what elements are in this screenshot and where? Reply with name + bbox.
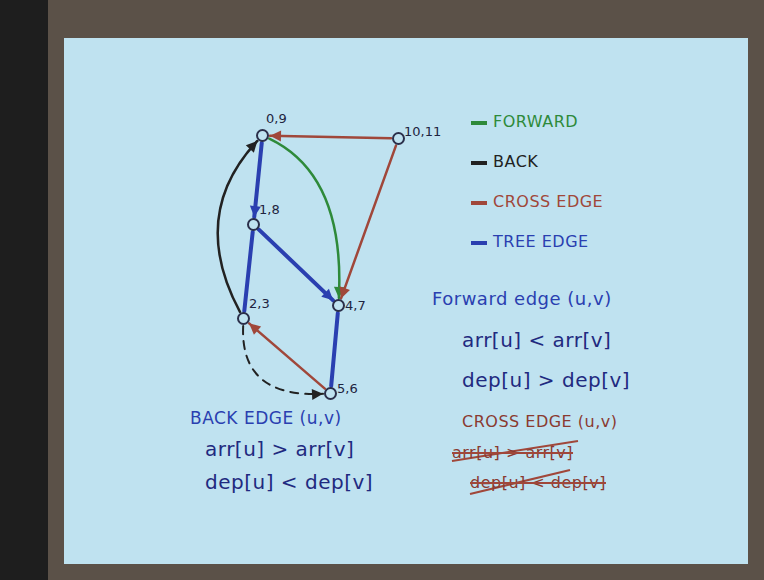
- legend-text: TREE EDGE: [493, 232, 589, 251]
- legend-swatch: [471, 161, 487, 165]
- graph-edge: [269, 139, 339, 298]
- graph-edge: [259, 230, 333, 301]
- arrow-head: [340, 286, 350, 298]
- graph-vertex: 10,11: [392, 132, 405, 145]
- vertex-times: 10,11: [404, 124, 441, 139]
- graph-vertex: 5,6: [324, 387, 337, 400]
- note-text: dep[u] > dep[v]: [462, 368, 630, 392]
- vertex-times: 1,8: [259, 202, 280, 217]
- legend-swatch: [471, 241, 487, 245]
- graph-vertex: 1,8: [247, 218, 260, 231]
- legend-text: CROSS EDGE: [493, 192, 603, 211]
- vertex-times: 5,6: [337, 381, 358, 396]
- note-text: arr[u] > arr[v]: [205, 437, 354, 461]
- note-text: dep[u] < dep[v]: [205, 470, 373, 494]
- strike-scribble: [452, 441, 578, 461]
- legend-swatch: [471, 121, 487, 125]
- arrow-head: [249, 323, 261, 334]
- note-text: CROSS EDGE (u,v): [462, 412, 617, 431]
- note-text: arr[u] > arr[v]: [452, 443, 573, 462]
- graph-vertex: 4,7: [332, 299, 345, 312]
- graph-vertex: 2,3: [237, 312, 250, 325]
- graph-edge: [243, 326, 323, 394]
- whiteboard: [64, 38, 748, 564]
- arrow-head: [312, 389, 323, 400]
- vertex-times: 0,9: [266, 111, 287, 126]
- vertex-times: 2,3: [249, 296, 270, 311]
- graph-edge: [341, 146, 396, 299]
- graph-edge: [331, 313, 338, 386]
- note-text: BACK EDGE (u,v): [190, 408, 342, 428]
- vertex-times: 4,7: [345, 298, 366, 313]
- graph-edge: [249, 323, 325, 388]
- note-text: arr[u] < arr[v]: [462, 328, 611, 352]
- legend-text: FORWARD: [493, 112, 578, 131]
- legend-swatch: [471, 201, 487, 205]
- legend-text: BACK: [493, 152, 538, 171]
- note-text: Forward edge (u,v): [432, 288, 612, 309]
- arrow-head: [321, 289, 333, 301]
- graph-edge: [270, 136, 391, 139]
- arrow-head: [246, 141, 258, 153]
- note-text: dep[u] < dep[v]: [470, 473, 606, 492]
- graph-vertex: 0,9: [256, 129, 269, 142]
